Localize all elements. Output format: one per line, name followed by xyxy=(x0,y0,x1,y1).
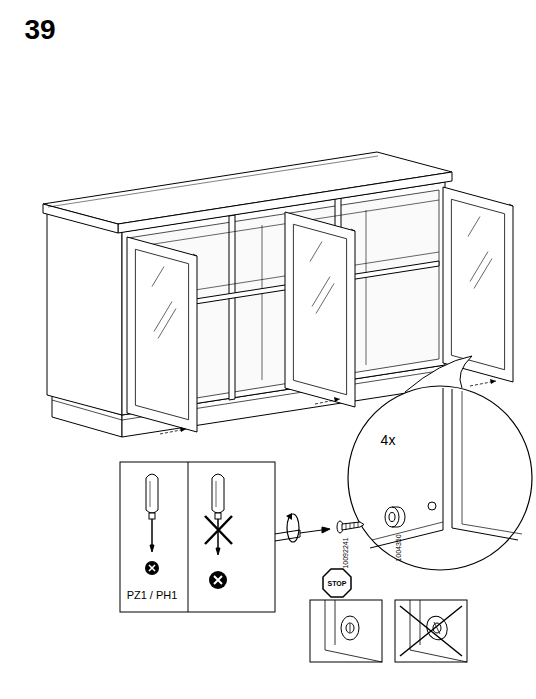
part-number: 10092241 xyxy=(342,537,349,568)
side-panel xyxy=(47,212,122,415)
step-number: 39 xyxy=(24,16,55,44)
magnifier-circle xyxy=(348,386,532,570)
divider xyxy=(229,215,235,400)
glass-door xyxy=(443,187,513,382)
prohibited-cross xyxy=(400,606,462,656)
washer xyxy=(385,507,399,527)
power-off-icon xyxy=(145,561,227,589)
stop-sign xyxy=(323,569,351,597)
rotation-arrow xyxy=(287,514,299,542)
tool-panel xyxy=(120,462,275,612)
correct-panel xyxy=(310,600,382,662)
part-number: 1004350 xyxy=(395,534,402,561)
top-edge xyxy=(43,204,118,233)
glass-door xyxy=(285,212,355,407)
quantity-label: 4x xyxy=(381,433,396,447)
carcass-edge xyxy=(370,388,443,548)
screw-hole xyxy=(428,502,436,510)
glass-door xyxy=(127,237,197,432)
stop-text: STOP xyxy=(328,580,347,587)
prohibited-cross xyxy=(205,516,232,544)
screwdriver xyxy=(212,474,224,513)
tool-label: PZ1 / PH1 xyxy=(127,590,178,601)
wrong-panel xyxy=(395,600,467,662)
screwdriver xyxy=(146,474,158,513)
